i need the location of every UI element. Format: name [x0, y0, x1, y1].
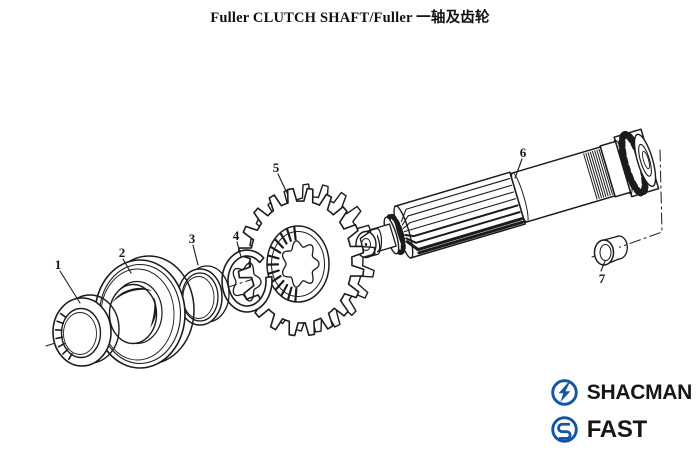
shacman-logo: SHACMAN: [550, 378, 692, 407]
part-labels: 1 2 3 4 5 6 7: [55, 145, 606, 286]
snap-ring-band: [221, 249, 273, 313]
spline-lines-light: [400, 178, 517, 233]
part-1-bearing-race: [52, 294, 120, 367]
part-4-snap-ring: [221, 249, 273, 313]
spline-lines-mid: [404, 204, 521, 244]
spline-lines-dark: [405, 217, 525, 255]
shacman-icon: [551, 379, 578, 406]
gear-hub-spline-blocks: [266, 226, 298, 302]
part-2-bearing: [94, 255, 195, 369]
part-label-6: 6: [520, 145, 527, 160]
part-7-bushing: [593, 235, 628, 266]
bore-shading-top: [112, 287, 152, 303]
shacman-wordmark: SHACMAN: [586, 381, 693, 404]
fast-logo: FAST: [550, 415, 647, 444]
clutch-end-face: [633, 133, 657, 188]
part-label-7: 7: [599, 271, 606, 286]
part-5-gear: [237, 183, 376, 337]
fast-icon: [551, 416, 578, 443]
thread-lines: [583, 148, 613, 200]
part-3-ring: [177, 265, 230, 326]
wave-washer: [232, 262, 262, 302]
leader-lines: [59, 158, 606, 304]
part-label-5: 5: [273, 160, 280, 175]
clutch-end-bore: [642, 150, 650, 170]
gear-spline-bore: [281, 240, 320, 288]
fast-wordmark: FAST: [586, 415, 647, 443]
part-label-3: 3: [189, 231, 196, 246]
bore-shading-right: [150, 297, 157, 328]
brand-logos: SHACMAN FAST: [550, 378, 692, 444]
part-label-2: 2: [119, 245, 126, 260]
clutch-end-recess: [638, 143, 652, 177]
race-knurl-ticks: [54, 312, 73, 361]
part-label-4: 4: [233, 228, 240, 243]
page-title: Fuller CLUTCH SHAFT/Fuller 一轴及齿轮: [210, 10, 490, 26]
part-6-clutch-shaft: [368, 128, 660, 259]
part-label-1: 1: [55, 257, 62, 272]
